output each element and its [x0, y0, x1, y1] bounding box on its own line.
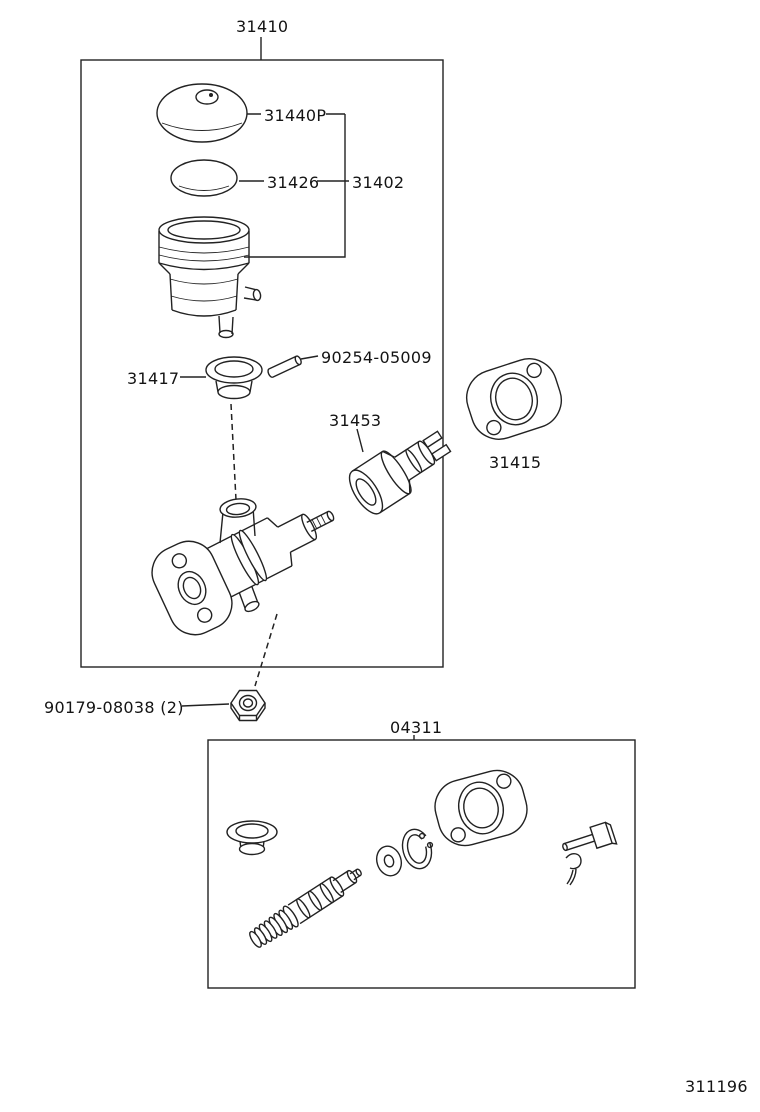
main-assembly-box: [80, 59, 444, 668]
gasket-drawing: [466, 358, 562, 440]
grommet-drawing: [205, 356, 263, 400]
part-label-grommet: 31417: [127, 369, 180, 388]
part-label-reservoir: 31402: [352, 173, 405, 192]
kit-piston-drawing: [249, 868, 362, 948]
part-label-assembly: 31410: [236, 17, 289, 36]
part-label-gasket: 31415: [489, 453, 542, 472]
part-label-spring-pin: 90254-05009: [321, 348, 432, 367]
part-label-push-rod: 31453: [329, 411, 382, 430]
part-label-repair-kit: 04311: [390, 718, 443, 737]
kit-gasket-drawing: [434, 769, 528, 847]
reservoir-cap-drawing: [156, 83, 248, 143]
kit-washer-drawing: [375, 845, 403, 877]
kit-grommet-drawing: [226, 820, 278, 856]
assembly-dashed-lines: [230, 403, 278, 687]
repair-kit-box: [207, 739, 636, 989]
diaphragm-drawing: [170, 159, 238, 197]
part-label-diaphragm: 31426: [267, 173, 320, 192]
part-label-lock-nut: 90179-08038 (2): [44, 698, 184, 717]
lock-nut-drawing: [230, 689, 266, 722]
spring-pin-drawing: [267, 355, 302, 378]
kit-clip-drawing: [565, 853, 582, 886]
kit-bolt-drawing: [562, 821, 618, 852]
doc-number: 311196: [685, 1077, 748, 1096]
master-cylinder-drawing: [151, 498, 335, 636]
push-rod-drawing: [348, 430, 452, 515]
reservoir-drawing: [158, 216, 262, 339]
part-label-reservoir-cap: 31440P: [264, 106, 327, 125]
kit-snap-ring-drawing: [401, 828, 436, 870]
leader-lines: [180, 37, 415, 740]
